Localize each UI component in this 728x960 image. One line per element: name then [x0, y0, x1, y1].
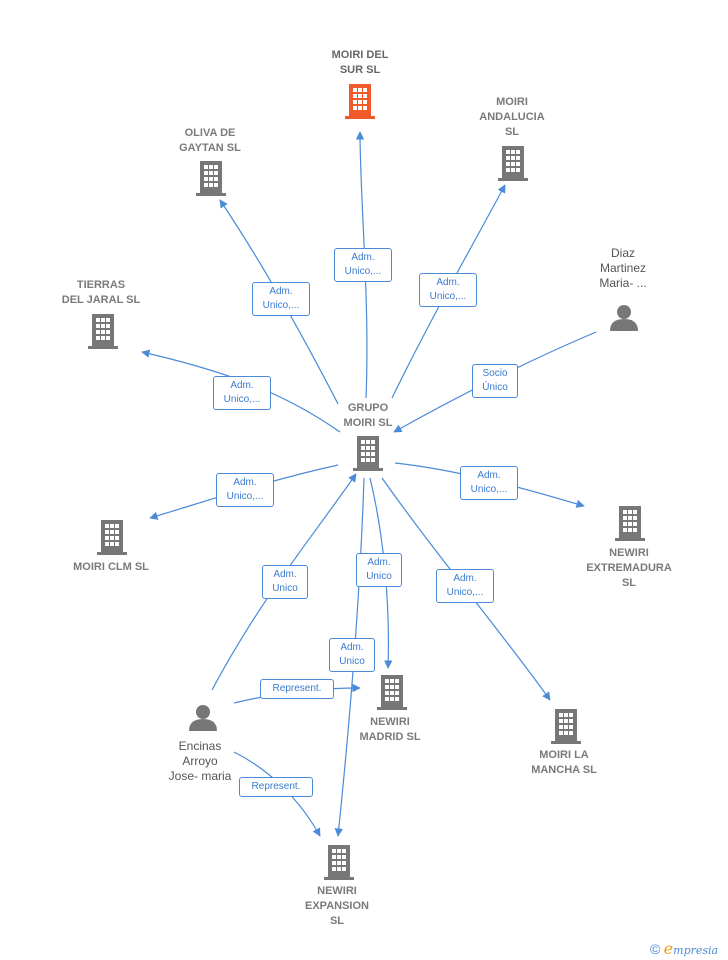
edge-label-tierras[interactable]: Adm. Unico,... — [213, 376, 271, 410]
node-moiri-clm[interactable]: MOIRI CLM SL — [73, 561, 149, 573]
node-diaz-martinez[interactable]: Diaz Martinez Maria- ... — [599, 246, 647, 290]
building-icon — [615, 506, 645, 541]
edge-label-extremadura[interactable]: Adm. Unico,... — [460, 466, 518, 500]
edge-label-represent-madrid[interactable]: Represent. — [260, 679, 334, 699]
building-icon — [353, 436, 383, 471]
node-grupo-moiri[interactable]: GRUPO MOIRI SL — [343, 402, 393, 429]
building-icon — [377, 675, 407, 710]
edge-label-andalucia[interactable]: Adm. Unico,... — [419, 273, 477, 307]
edge-label-oliva[interactable]: Adm. Unico,... — [252, 282, 310, 316]
node-encinas-arroyo[interactable]: Encinas Arroyo Jose- maria — [168, 739, 232, 783]
brand-logo: empresia — [663, 939, 719, 958]
copyright-icon: © — [650, 941, 661, 957]
node-moiri-del-sur[interactable]: MOIRI DEL SUR SL — [331, 49, 389, 76]
node-newiri-madrid[interactable]: NEWIRI MADRID SL — [359, 716, 421, 743]
person-icon — [189, 705, 217, 731]
building-icon — [498, 146, 528, 181]
building-icon — [345, 84, 375, 119]
node-tierras-del-jaral[interactable]: TIERRAS DEL JARAL SL — [61, 279, 141, 306]
footer-brand: © empresia — [650, 939, 718, 958]
edge-label-encinas-adm[interactable]: Adm. Unico — [262, 565, 308, 599]
person-icon — [610, 305, 638, 331]
edge-label-moiri-del-sur[interactable]: Adm. Unico,... — [334, 248, 392, 282]
edge-label-clm[interactable]: Adm. Unico,... — [216, 473, 274, 507]
node-oliva-de-gaytan[interactable]: OLIVA DE GAYTAN SL — [179, 127, 241, 154]
building-icon — [88, 314, 118, 349]
edge-label-la-mancha[interactable]: Adm. Unico,... — [436, 569, 494, 603]
building-icon — [324, 845, 354, 880]
building-icon — [196, 161, 226, 196]
edge-label-represent-expansion[interactable]: Represent. — [239, 777, 313, 797]
edge-label-diaz-socio[interactable]: Socio Único — [472, 364, 518, 398]
edge-label-madrid[interactable]: Adm. Unico — [356, 553, 402, 587]
node-newiri-expansion[interactable]: NEWIRI EXPANSION SL — [305, 885, 369, 927]
node-moiri-andalucia[interactable]: MOIRI ANDALUCIA SL — [479, 96, 545, 138]
building-icon — [97, 520, 127, 555]
edge-label-encinas-expansion-adm[interactable]: Adm. Unico — [329, 638, 375, 672]
building-icon — [551, 709, 581, 744]
node-moiri-la-mancha[interactable]: MOIRI LA MANCHA SL — [531, 749, 597, 776]
node-newiri-extremadura[interactable]: NEWIRI EXTREMADURA SL — [586, 547, 672, 589]
